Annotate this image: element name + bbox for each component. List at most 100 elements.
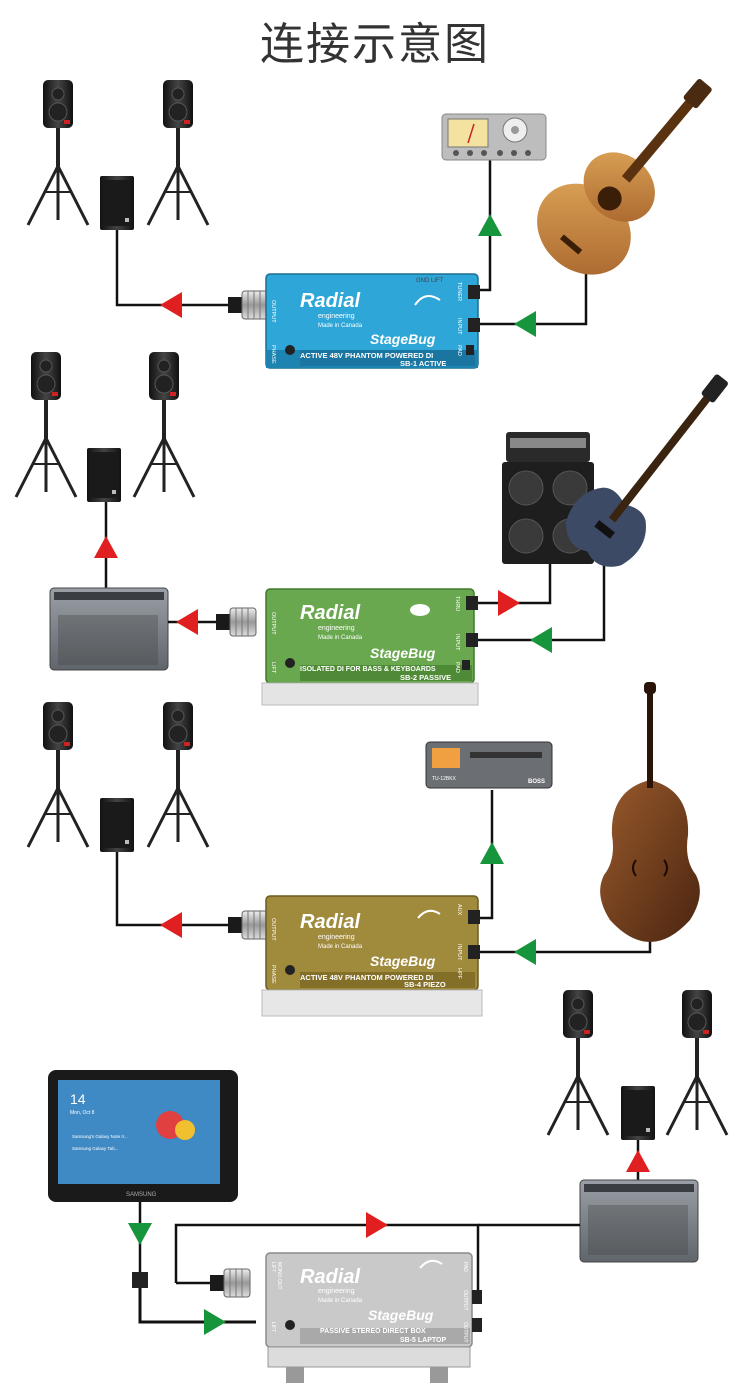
subtitle: ACTIVE 48V PHANTOM POWERED DI [300,973,433,982]
brand-made: Made in Canada [318,635,363,641]
cable-out [115,852,228,927]
label-tuner: TUNER [456,282,462,301]
pa-speaker-right [146,78,210,227]
label-aux: AUX [456,904,462,916]
label-input: INPUT [454,634,460,651]
upright-bass [600,682,700,942]
page-title: 连接示意图 [260,19,490,70]
boss-tuner: TU-12BKX BOSS [425,741,553,789]
xlr-connector [209,1268,251,1298]
cable-input [478,560,606,642]
arrow-out [160,292,182,318]
cable-output [174,1223,480,1290]
badge: SB-5 LAPTOP [400,1337,446,1344]
sb2-direct-box: Radial engineering Made in Canada StageB… [261,588,479,706]
sb5-direct-box: Radial engineering Made in Canada StageB… [265,1252,482,1383]
chromatic-tuner [441,113,547,161]
label-thru: THRU [454,596,460,611]
top-label: GND LIFT [416,278,444,284]
xlr-connector [227,290,269,320]
subwoofer [100,176,134,230]
arrow-sub [626,1150,650,1172]
xlr-connector [215,607,257,637]
label-phase: PHASE [270,345,276,364]
pa-speaker-left [546,988,610,1137]
row-sb4: TU-12BKX BOSS Radial engineering Made in… [26,682,700,1017]
badge: SB-2 PASSIVE [400,673,451,682]
arrow-out [176,609,198,635]
brand-sub: engineering [318,313,355,320]
electric-bass [565,374,728,567]
cable-aux [478,790,494,920]
arrow-output [366,1212,388,1238]
mixer-faders [588,1205,688,1255]
arrow-aux [480,842,504,864]
arrow-input [204,1309,226,1335]
pa-speaker-left [26,78,90,227]
brand-made: Made in Canada [318,323,363,329]
model-name: StageBug [370,645,436,661]
badge: SB-1 ACTIVE [400,359,446,368]
brand-sub: engineering [318,625,355,632]
row-sb1: Radial engineering Made in Canada StageB… [26,78,712,369]
label-output: OUTPUT [270,918,276,941]
label-lift: LIFT [270,662,276,674]
label-lift: LIFT [270,1262,276,1272]
arrow-thru [498,590,520,616]
model-name: StageBug [370,953,436,969]
model-name: StageBug [370,331,436,347]
arrow-sub [94,536,118,558]
label-output: OUTPUT [270,612,276,635]
subwoofer [87,448,121,502]
sb4-direct-box: Radial engineering Made in Canada StageB… [261,895,483,1017]
cable-thru [478,560,552,605]
brand-made: Made in Canada [318,1298,363,1304]
label-mono-out: MONO OUT [276,1262,282,1290]
brand-sub: engineering [318,1288,355,1295]
sb1-direct-box: Radial engineering Made in Canada StageB… [265,273,480,369]
label-output-r: OUTPUT [462,1322,468,1343]
brand-sub: engineering [318,934,355,941]
tuner-model: TU-12BKX [432,776,457,782]
brand-name: Radial [300,911,360,933]
arrow-input [530,627,552,653]
subwoofer [621,1086,655,1140]
mixer-faders [58,615,158,665]
subtitle: PASSIVE STEREO DIRECT BOX [320,1328,426,1335]
tablet-news-1: Samsung's Galaxy Note II... [72,1134,128,1139]
xlr-connector [227,910,269,940]
tablet: 14 Mon, Oct 8 Samsung's Galaxy Note II..… [48,1070,238,1202]
label-pad: PAD [454,662,460,673]
cable-out [115,230,228,307]
label-output: OUTPUT [270,300,276,323]
label-output-l: OUTPUT [462,1290,468,1311]
subtitle: ISOLATED DI FOR BASS & KEYBOARDS [300,666,436,673]
tablet-clock-sub: Mon, Oct 8 [70,1110,95,1116]
label-hpf: HPF [456,968,462,980]
label-input: INPUT [456,944,462,961]
label-pad: PAD [456,345,462,356]
row-sb2: Radial engineering Made in Canada StageB… [14,350,728,706]
cable-tuner [478,160,492,292]
cable-input [478,930,652,954]
brand-name: Radial [300,1266,360,1288]
subwoofer [100,798,134,852]
label-lift-2: LIFT [270,1322,276,1332]
arrow-out [160,912,182,938]
arrow-input [514,939,536,965]
tablet-clock: 14 [70,1091,86,1107]
row-sb5: 14 Mon, Oct 8 Samsung's Galaxy Note II..… [48,988,729,1383]
pa-speaker-left [14,350,78,499]
arrow-tuner [478,214,502,236]
pa-speaker-right [132,350,196,499]
pa-speaker-right [665,988,729,1137]
brand-name: Radial [300,290,360,312]
pa-speaker-left [26,700,90,849]
badge: SB-4 PIEZO [404,980,446,989]
label-phase: PHASE [270,965,276,984]
model-name: StageBug [368,1307,434,1323]
subtitle: ACTIVE 48V PHANTOM POWERED DI [300,351,433,360]
label-pad: PAD [462,1262,468,1272]
acoustic-guitar [537,79,712,275]
